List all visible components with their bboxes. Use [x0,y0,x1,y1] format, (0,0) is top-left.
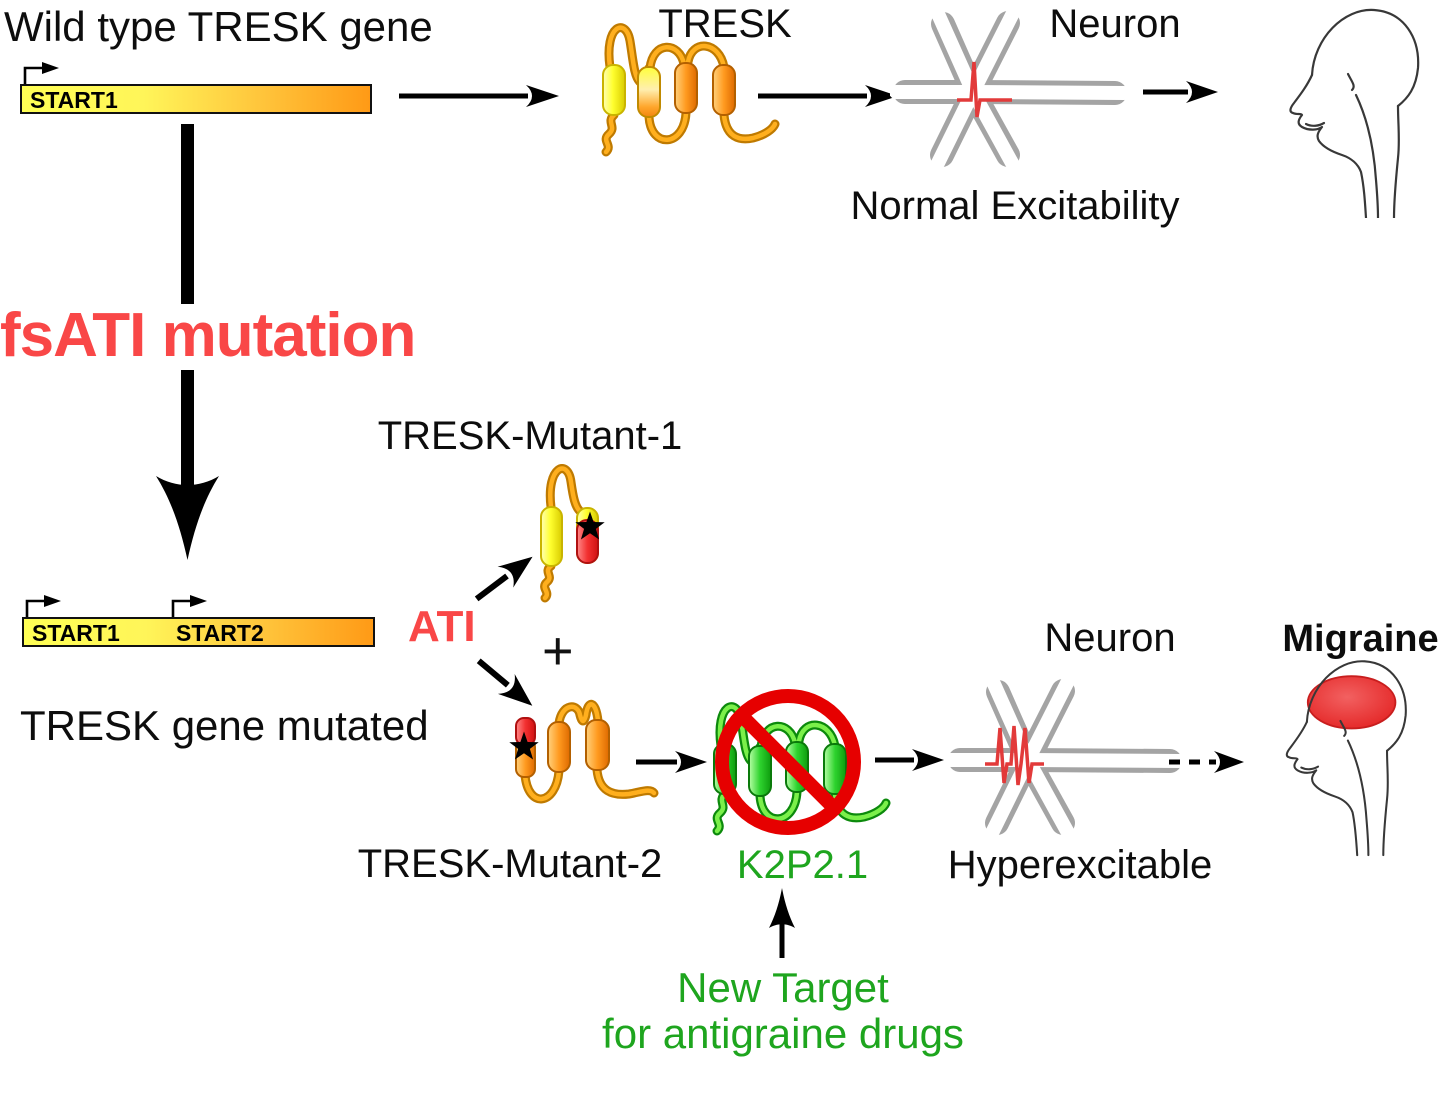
head-migraine-icon [1285,660,1407,857]
arrow-mutant2-to-k2p-icon [636,751,707,773]
promoter-arrow-start1-icon [25,595,61,619]
wild-type-gene-title: Wild type TRESK gene [4,3,433,50]
normal-excitability-label: Normal Excitability [850,184,1180,228]
ati-arrow-down-icon [476,658,533,706]
hyper-spike-trace-icon [985,725,1044,786]
start1-mut-label: START1 [32,620,120,646]
mutated-gene-bar: START1 START2 [22,617,375,647]
promoter-arrow-icon [23,62,59,86]
start2-label: START2 [176,620,264,646]
neuron-label-top: Neuron [1049,2,1181,46]
red-brain-blob-icon [1306,675,1397,730]
plus-sign: + [542,621,574,681]
tresk-protein-label: TRESK [658,2,792,46]
tresk-mutant2-label: TRESK-Mutant-2 [357,842,663,886]
dashed-arrow-to-migraine-icon [1169,751,1244,773]
neuron-label-bottom: Neuron [1044,616,1176,660]
hyperexcitable-label: Hyperexcitable [947,843,1213,887]
wild-type-gene-bar: START1 [20,84,372,114]
arrow-gene-to-protein-icon [399,85,559,107]
tresk-gene-mutated-label: TRESK gene mutated [20,702,429,749]
arrow-protein-to-neuron-icon [758,85,898,107]
arrow-k2p-to-neuron-icon [875,749,944,771]
neuron-normal-icon [890,10,1130,170]
start1-label: START1 [30,87,118,113]
new-target-line1: New Target [677,964,889,1011]
thick-down-arrow-icon [156,124,219,560]
new-target-line2: for antigraine drugs [602,1010,964,1057]
ati-arrow-up-icon [474,556,533,602]
up-arrow-new-target-icon [769,888,795,958]
promoter-arrow-start2-icon [171,595,207,619]
migraine-label: Migraine [1282,618,1439,660]
prohibition-sign-icon [715,689,861,835]
neuron-hyperexcitable-icon [945,678,1185,838]
k2p-label: K2P2.1 [736,843,869,887]
tresk-mutant1-icon [540,460,605,605]
tresk-mutant1-label: TRESK-Mutant-1 [377,414,683,458]
tresk-protein-icon [593,15,808,165]
tresk-mutant2-icon [509,695,665,830]
normal-spike-trace-icon [957,61,1012,118]
arrow-neuron-to-head-icon [1143,81,1218,103]
fsati-mutation-label: fsATI mutation [0,301,416,370]
head-healthy-icon [1289,8,1420,218]
ati-label: ATI [408,602,476,651]
